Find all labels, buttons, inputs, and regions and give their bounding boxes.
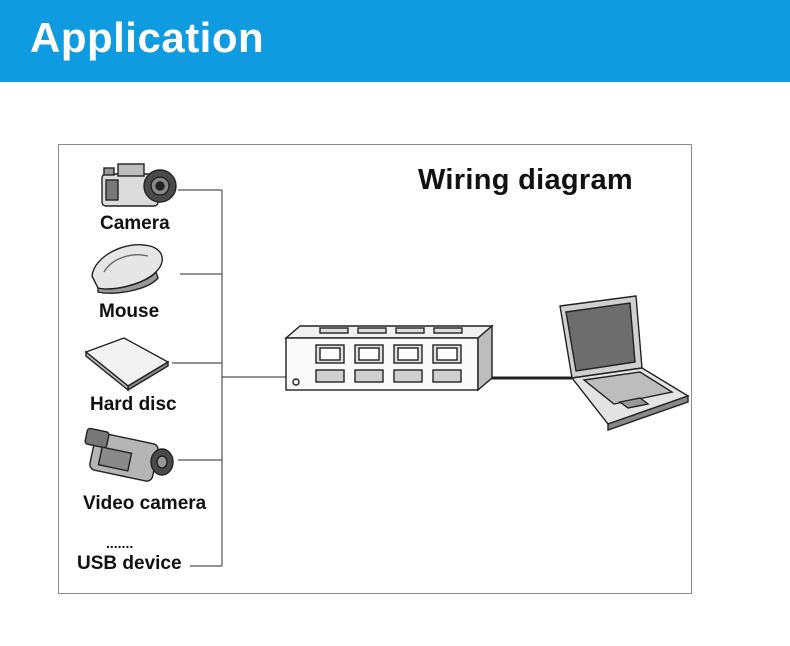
wiring-diagram-frame [58, 144, 692, 594]
device-label-mouse: Mouse [99, 301, 160, 322]
usb-hub-icon [284, 324, 494, 392]
connection-lines [172, 189, 286, 567]
hard-disc-icon [84, 337, 170, 392]
camera-icon [101, 163, 177, 207]
device-label-video-camera: Video camera [83, 493, 207, 514]
video-camera-icon [84, 427, 174, 482]
mouse-icon [91, 244, 163, 294]
device-label-hard-disc: Hard disc [90, 394, 177, 415]
diagram-title: Wiring diagram [418, 164, 634, 196]
device-label-usb-device: USB device [77, 553, 182, 574]
page-title: Application [30, 14, 265, 61]
header-banner: Application [0, 0, 790, 82]
device-label-camera: Camera [100, 213, 170, 234]
ellipsis: ....... [106, 535, 134, 551]
laptop-icon [559, 295, 690, 431]
